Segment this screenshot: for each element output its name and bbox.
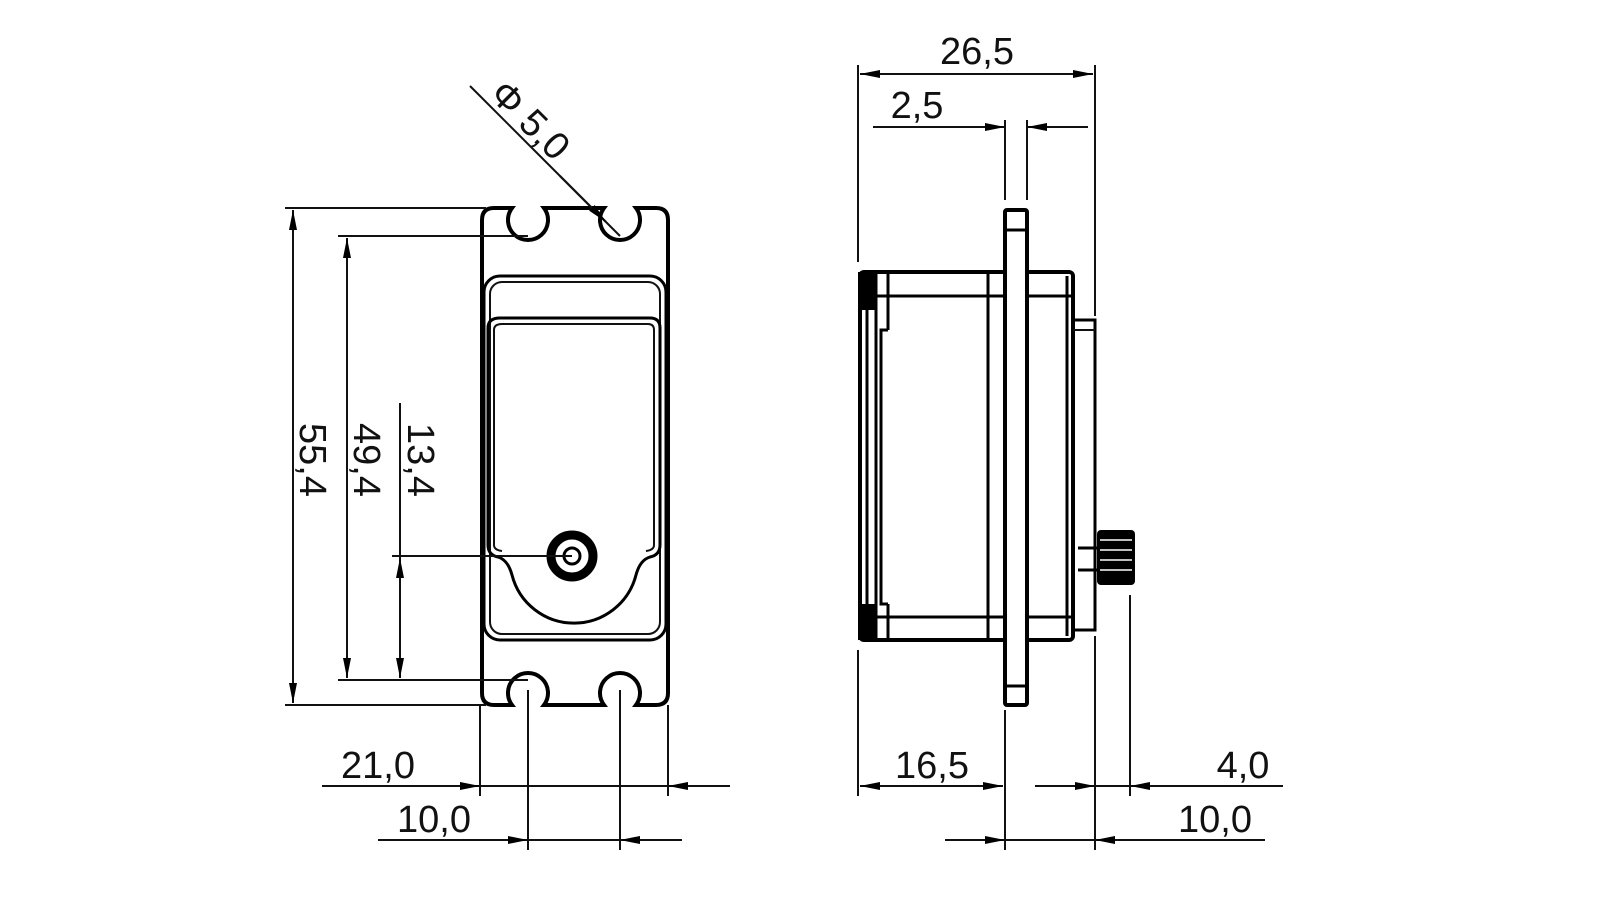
dim-body-to-flange: 16,5 — [895, 745, 969, 787]
side-top-plate — [1073, 318, 1097, 632]
dim-depth-overall: 26,5 — [940, 31, 1014, 73]
dim-flange-to-top: 10,0 — [1178, 799, 1252, 841]
side-cap-bottom — [858, 604, 876, 640]
dim-flange-thickness: 2,5 — [891, 85, 944, 127]
front-dimensions: 55,4 49,4 13,4 Φ 5,0 21,0 10,0 — [285, 73, 730, 850]
side-view — [858, 208, 1135, 707]
side-flange — [1003, 208, 1029, 707]
front-outline — [480, 206, 670, 707]
front-label-outer — [486, 316, 662, 625]
dim-shaft-offset: 13,4 — [399, 423, 441, 497]
side-dimensions: 26,5 2,5 16,5 4,0 10,0 — [857, 31, 1283, 850]
front-view — [480, 206, 670, 707]
side-body — [858, 270, 1075, 642]
dim-width-overall: 21,0 — [341, 745, 415, 787]
dim-hole-spacing-vertical: 49,4 — [345, 423, 387, 497]
side-cap-top — [858, 272, 876, 310]
front-label-inner-left — [493, 323, 503, 552]
front-case-outer — [482, 274, 668, 642]
dim-hole-diameter: Φ 5,0 — [482, 73, 578, 169]
front-label-inner — [502, 323, 655, 552]
dim-shaft-height: 4,0 — [1217, 745, 1270, 787]
side-output-spline — [1097, 530, 1135, 585]
dim-height-overall: 55,4 — [291, 423, 333, 497]
dim-hole-spacing-horizontal: 10,0 — [397, 799, 471, 841]
